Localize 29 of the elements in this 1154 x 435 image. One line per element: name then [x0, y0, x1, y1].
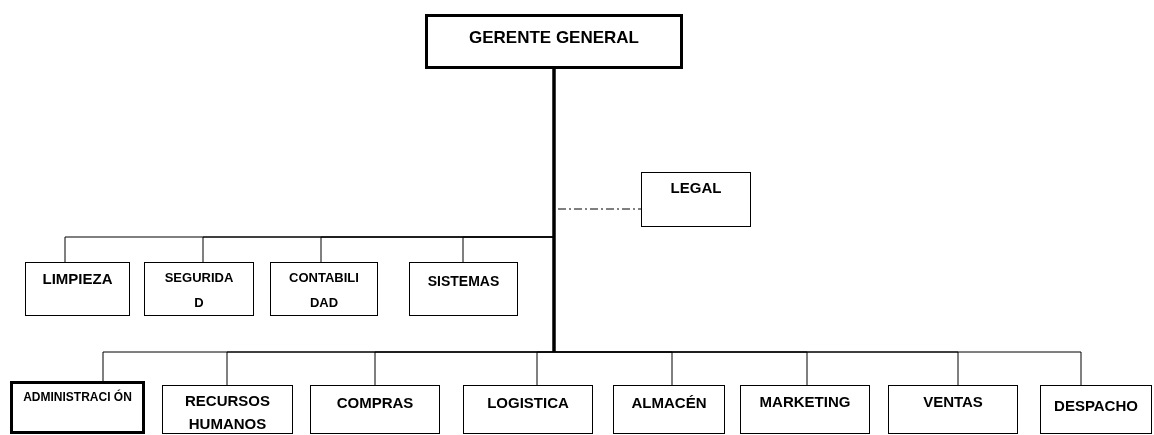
box-label: ALMACÉN	[630, 393, 708, 413]
box-label: SISTEMAS	[426, 272, 501, 291]
box-label: MARKETING	[758, 392, 852, 412]
org-box	[740, 385, 870, 434]
org-box	[1040, 385, 1152, 434]
box-label: LOGISTICA	[486, 393, 570, 413]
box-label: DESPACHO	[1053, 396, 1139, 416]
box-label: SEGURIDA D	[163, 269, 235, 312]
box-label: ADMINISTRACI ÓN	[22, 388, 133, 406]
box-label: CONTABILI DAD	[288, 269, 360, 312]
org-box	[888, 385, 1018, 434]
org-box	[144, 262, 254, 316]
org-box	[10, 381, 145, 434]
org-box	[25, 262, 130, 316]
connector-line	[552, 69, 556, 352]
org-box	[641, 172, 751, 227]
org-box	[613, 385, 725, 434]
org-box	[310, 385, 440, 434]
box-label: COMPRAS	[335, 393, 415, 413]
box-label: VENTAS	[922, 392, 984, 412]
org-box	[463, 385, 593, 434]
box-label: LEGAL	[669, 178, 723, 198]
box-label: RECURSOS HUMANOS	[184, 391, 271, 434]
org-box	[409, 262, 518, 316]
org-box	[425, 14, 683, 69]
box-label: GERENTE GENERAL	[468, 27, 640, 49]
org-box	[162, 385, 293, 434]
org-box	[270, 262, 378, 316]
box-label: LIMPIEZA	[41, 269, 114, 289]
